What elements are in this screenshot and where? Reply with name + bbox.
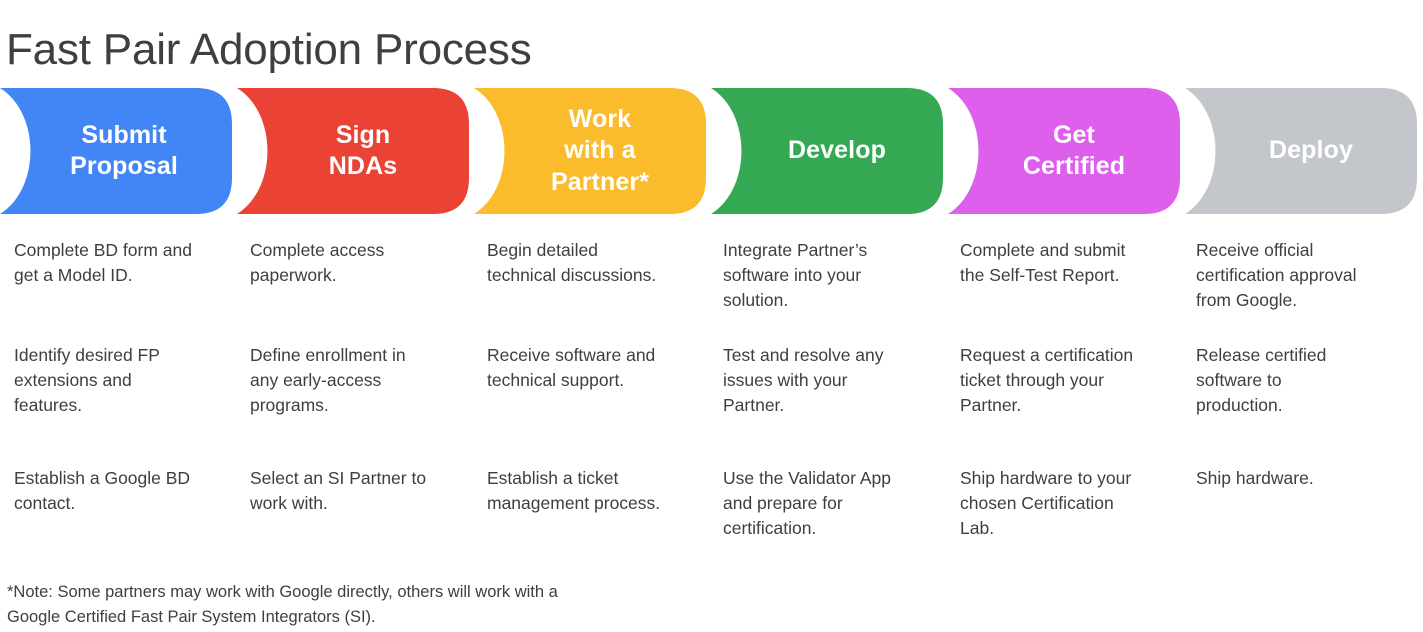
stage-detail-item: Identify desired FP extensions and featu… [14, 343, 236, 419]
stage-detail-item: Test and resolve any issues with your Pa… [723, 343, 945, 419]
stage-banner-label-sign-ndas: Sign NDAs [328, 120, 398, 181]
stage-detail-text: Complete and submit the Self-Test Report… [960, 240, 1126, 286]
stage-detail-item: Define enrollment in any early-access pr… [250, 343, 472, 419]
stage-detail-text: Ship hardware to your chosen Certificati… [960, 468, 1132, 539]
stage-detail-text: Complete access paperwork. [250, 240, 385, 286]
stage-banner-shape-develop [711, 88, 943, 214]
stage-detail-item: Integrate Partner’s software into your s… [723, 238, 945, 314]
stage-detail-item: Complete access paperwork. [250, 238, 472, 288]
stage-detail-item: Establish a Google BD contact. [14, 466, 236, 516]
stage-detail-text: Ship hardware. [1196, 468, 1314, 488]
stage-banner-submit-proposal[interactable]: Submit Proposal [0, 88, 232, 214]
stage-banner-develop[interactable]: Develop [711, 88, 943, 214]
stage-banner-shape-work-with-a-partner [474, 88, 706, 214]
page-title: Fast Pair Adoption Process [6, 25, 532, 75]
process-stage-banner-row: Submit Proposal Sign NDAs Work with a Part… [0, 88, 1423, 214]
stage-detail-item: Receive official certification approval … [1196, 238, 1418, 314]
stage-banner-shape-submit-proposal [0, 88, 232, 214]
stage-banner-label-submit-proposal: Submit Proposal [70, 120, 178, 181]
stage-detail-item: Complete BD form and get a Model ID. [14, 238, 236, 288]
stage-detail-item: Establish a ticket management process. [487, 466, 709, 516]
stage-banner-shape-sign-ndas [237, 88, 469, 214]
stage-banner-label-develop: Develop [788, 136, 886, 165]
stage-banner-get-certified[interactable]: Get Certified [948, 88, 1180, 214]
stage-banner-sign-ndas[interactable]: Sign NDAs [237, 88, 469, 214]
footnote-note: *Note: Some partners may work with Googl… [7, 583, 558, 626]
stage-banner-label-work-with-a-partner: Work with a Partner* [550, 104, 650, 196]
stage-banner-shape-get-certified [948, 88, 1180, 214]
stage-banner-work-with-a-partner[interactable]: Work with a Partner* [474, 88, 706, 214]
stage-detail-item: Use the Validator App and prepare for ce… [723, 466, 945, 542]
stage-detail-text: Establish a Google BD contact. [14, 468, 191, 514]
stage-detail-item: Ship hardware. [1196, 466, 1418, 491]
stage-detail-text: Complete BD form and get a Model ID. [14, 240, 192, 286]
stage-banner-label-get-certified: Get Certified [1022, 120, 1126, 181]
stage-detail-text: Release certified software to production… [1196, 345, 1327, 416]
stage-detail-text: Integrate Partner’s software into your s… [723, 240, 868, 311]
stage-detail-text: Begin detailed technical discussions. [487, 240, 657, 286]
stage-detail-text: Establish a ticket management process. [487, 468, 661, 514]
stage-detail-text: Receive software and technical support. [487, 345, 656, 391]
stage-banner-deploy[interactable]: Deploy [1185, 88, 1417, 214]
stage-details-columns: Complete BD form and get a Model ID. Iden… [0, 238, 1423, 558]
stage-detail-item: Receive software and technical support. [487, 343, 709, 393]
stage-banner-shape-deploy [1185, 88, 1417, 214]
stage-detail-item: Complete and submit the Self-Test Report… [960, 238, 1182, 288]
stage-detail-item: Select an SI Partner to work with. [250, 466, 472, 516]
stage-detail-text: Define enrollment in any early-access pr… [250, 345, 406, 416]
stage-detail-text: Select an SI Partner to work with. [250, 468, 427, 514]
stage-detail-text: Receive official certification approval … [1196, 240, 1357, 311]
stage-detail-text: Request a certification ticket through y… [960, 345, 1134, 416]
stage-banner-label-deploy: Deploy [1269, 136, 1353, 165]
stage-detail-text: Identify desired FP extensions and featu… [14, 345, 160, 416]
stage-detail-item: Begin detailed technical discussions. [487, 238, 709, 288]
stage-detail-item: Release certified software to production… [1196, 343, 1418, 419]
stage-detail-item: Request a certification ticket through y… [960, 343, 1182, 419]
stage-detail-text: Test and resolve any issues with your Pa… [723, 345, 884, 416]
stage-detail-item: Ship hardware to your chosen Certificati… [960, 466, 1182, 542]
stage-detail-text: Use the Validator App and prepare for ce… [723, 468, 891, 539]
